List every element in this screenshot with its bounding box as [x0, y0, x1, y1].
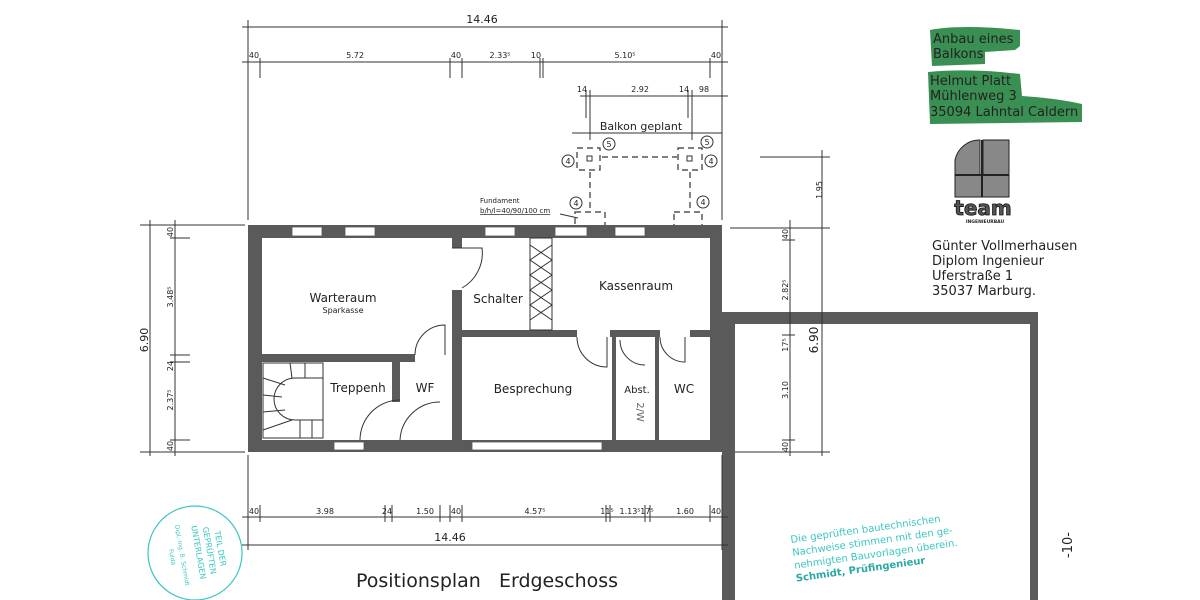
dim: 3.98: [316, 507, 334, 516]
position-marker: 4: [700, 198, 705, 207]
room-kassenraum: Kassenraum: [599, 279, 673, 293]
approval-stamp: Die geprüften bautechnischen Nachweise s…: [790, 514, 958, 585]
dim: 40: [451, 507, 461, 516]
dim: 5.10⁵: [614, 51, 635, 60]
fundament-label: Fundament: [480, 197, 520, 205]
dim-right-top: 1.95: [815, 181, 824, 199]
owner-name: Helmut Platt: [930, 74, 1011, 89]
dim: 2.33⁵: [489, 51, 510, 60]
dim: 14: [577, 85, 587, 94]
dim: 2.82⁵: [781, 279, 790, 300]
room-warteraum-sub: Sparkasse: [323, 306, 364, 315]
dim: 3.48⁵: [166, 286, 175, 307]
dim-left-total: 6.90: [138, 328, 151, 353]
dim: 24: [382, 507, 392, 516]
engineer-street: Uferstraße 1: [932, 269, 1013, 284]
position-marker: 4: [573, 199, 578, 208]
building-walls: [248, 225, 722, 452]
right-dimensions: 1.95 6.90 40 2.82⁵ 17⁵ 3.10 40: [730, 150, 830, 456]
dim: 2.37⁵: [166, 389, 175, 410]
dim: 2.92: [631, 85, 649, 94]
counter-shelf: [529, 237, 553, 331]
dim-top-total: 14.46: [466, 13, 498, 26]
room-wf: WF: [416, 381, 435, 395]
project-line2: Balkons: [933, 47, 984, 62]
position-marker: 5: [704, 138, 709, 147]
page-number: -10-: [1061, 532, 1076, 558]
dim: 40: [451, 51, 461, 60]
dim: 17⁵: [640, 507, 653, 516]
dim: 17⁵: [781, 338, 790, 351]
balcony-planned: Balkon geplant Fundament b/h/l=40/90/100…: [480, 120, 722, 229]
owner-city: 35094 Lahntal Caldern: [930, 105, 1078, 120]
dim-bottom-total: 14.46: [434, 531, 466, 544]
dim: 3.10: [781, 381, 790, 399]
engineer-name: Günter Vollmerhausen: [932, 239, 1077, 254]
logo-word: team: [954, 196, 1011, 220]
dim: 40: [711, 51, 721, 60]
dim: 5.72: [346, 51, 364, 60]
staircase-icon: [262, 362, 324, 439]
room-besprechung: Besprechung: [494, 382, 573, 396]
dim: 40: [711, 507, 721, 516]
handwritten-note: 2/W: [634, 402, 645, 422]
dim: 40: [781, 229, 790, 239]
engineer-title: Diplom Ingenieur: [932, 254, 1045, 269]
balcony-label: Balkon geplant: [600, 120, 683, 133]
dim: 1.60: [676, 507, 694, 516]
title-block: Anbau eines Balkons Helmut Platt Mühlenw…: [928, 27, 1082, 299]
dim: 24: [166, 361, 175, 371]
room-warteraum: Warteraum: [309, 291, 376, 305]
fundament-size: b/h/l=40/90/100 cm: [480, 207, 550, 215]
left-dimensions: 6.90 40 3.48⁵ 24 2.37⁵ 40: [138, 220, 245, 456]
dim: 40: [781, 442, 790, 452]
dim: 4.57⁵: [524, 507, 545, 516]
owner-street: Mühlenweg 3: [930, 89, 1017, 104]
dim: 40: [249, 507, 259, 516]
team-logo: team INGENIEURBAU: [954, 139, 1012, 225]
position-marker: 5: [606, 140, 611, 149]
position-marker: 4: [565, 157, 570, 166]
dim-right-total: 6.90: [807, 327, 821, 354]
stamp-text: Fulda: [167, 549, 177, 566]
project-line1: Anbau eines: [933, 32, 1014, 47]
room-wc: WC: [674, 382, 694, 396]
room-treppenhaus: Treppenh: [329, 381, 385, 395]
round-stamp: TEIL DER GEPRÜFTEN UNTERLAGEN Dipl.-Ing.…: [147, 505, 243, 600]
bottom-dimensions: 40 3.98 24 1.50 40 4.57⁵ 11⁵ 1.13⁵ 17⁵ 1…: [242, 455, 728, 550]
position-marker: 4: [708, 157, 713, 166]
top-dimensions: 14.46 40 5.72 40 2.33⁵ 10 5.10⁵ 40 14 2.…: [242, 13, 728, 220]
room-schalter: Schalter: [473, 292, 523, 306]
logo-sub: INGENIEURBAU: [966, 219, 1005, 225]
dim: 40: [166, 441, 175, 451]
room-abstellraum: Abst.: [624, 385, 650, 396]
dim: 1.50: [416, 507, 434, 516]
plan-title: Positionsplan Erdgeschoss: [356, 570, 618, 592]
dim: 10: [531, 51, 541, 60]
dim: 1.13⁵: [619, 507, 640, 516]
dim: 40: [249, 51, 259, 60]
dim: 14: [679, 85, 689, 94]
dim: 40: [166, 227, 175, 237]
neighbor-building: [722, 312, 1038, 600]
dim: 11⁵: [600, 507, 613, 516]
dim: 98: [699, 85, 709, 94]
engineer-city: 35037 Marburg.: [932, 284, 1036, 299]
